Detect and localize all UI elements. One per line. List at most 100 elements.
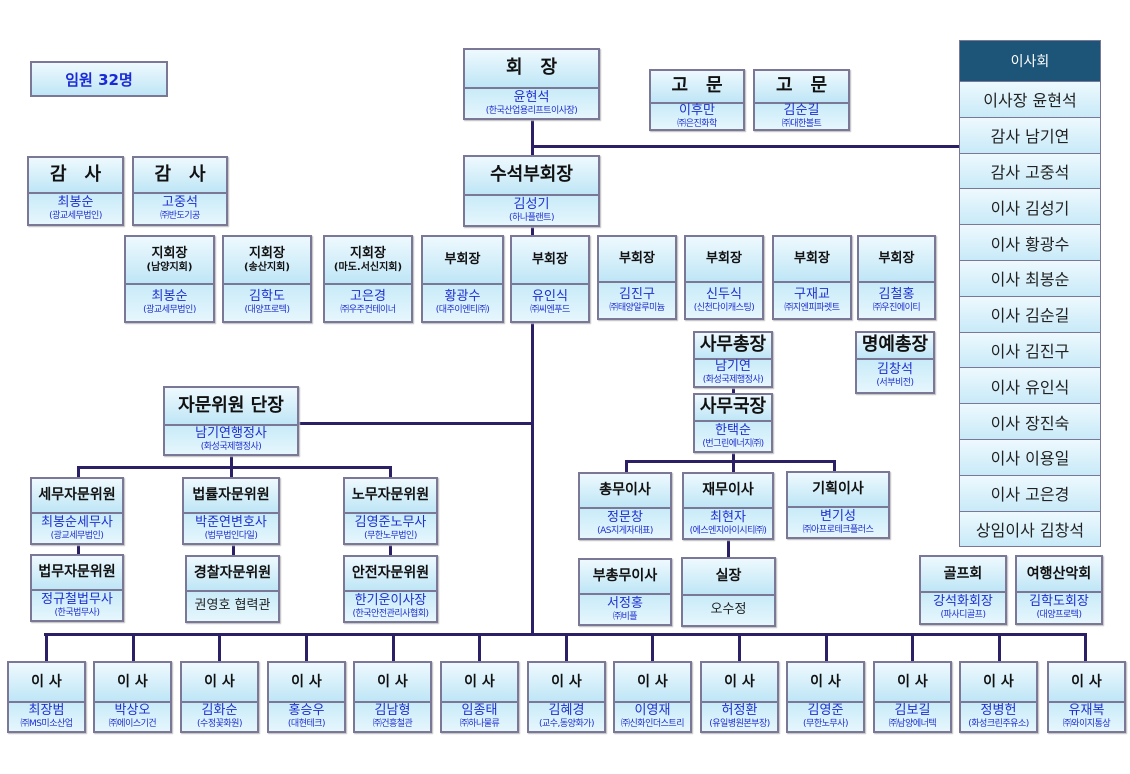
person-info: 황광수(대주이엔티㈜): [423, 285, 502, 321]
branch-name: (송산지회): [244, 261, 290, 273]
person-organization: (한국산업용리프트이사장): [485, 105, 578, 116]
person-organization: (대양프로텍): [244, 305, 290, 316]
position-title-header: 재무이사: [684, 474, 772, 509]
person-organization: (법무법인다일): [204, 530, 258, 541]
position-title-header: 이 사: [961, 663, 1036, 703]
position-title-header: 법률자문위원: [184, 479, 278, 514]
person-info: 박상오㈜에이스기건: [95, 703, 170, 731]
person-name: 최봉순: [151, 289, 188, 305]
position-title: 지회장: [350, 245, 386, 261]
position-title: 수석부회장: [490, 164, 573, 186]
branch-name: (마도.서신지회): [333, 261, 403, 273]
person-organization: ㈜와이지통상: [1062, 719, 1111, 730]
position-title-header: 부회장: [423, 237, 502, 285]
person-name: 황광수: [444, 289, 481, 305]
position-title: 감 사: [154, 163, 206, 185]
person-name: 고은경: [350, 289, 386, 305]
position-title-header: 안전자문위원: [345, 557, 436, 592]
position-title: 법률자문위원: [192, 487, 270, 504]
person-organization: ㈜은진화학: [677, 118, 717, 129]
position-title-header: 감 사: [134, 158, 226, 194]
person-name: 고중석: [162, 195, 198, 211]
board-member: 이사 고은경: [960, 474, 1100, 511]
position-title-header: 이 사: [95, 663, 170, 703]
position-title-header: 이 사: [355, 663, 430, 703]
person-organization: (수정꽃화원): [197, 719, 242, 730]
board-title: 이사회: [960, 41, 1100, 81]
position-title: 이 사: [637, 673, 668, 690]
connector-line: [389, 466, 392, 478]
position-title-header: 부회장: [512, 237, 588, 285]
person-organization: (무한노무사): [803, 719, 848, 730]
person-organization: ㈜남양에너텍: [888, 719, 937, 730]
position-title: 지회장: [249, 245, 285, 261]
person-name: 정규철법무사: [41, 591, 113, 607]
person-organization: (한국법무사): [54, 607, 100, 618]
connector-line: [45, 633, 48, 661]
position-title: 이 사: [464, 673, 495, 690]
box-branch2: 지회장(송산지회) 김학도(대양프로텍): [222, 235, 312, 323]
position-title: 사무총장: [699, 334, 767, 356]
person-organization: ㈜에이스기건: [108, 719, 157, 730]
connector-line: [305, 633, 308, 661]
position-title-header: 명예총장: [857, 333, 933, 360]
position-title: 부회장: [532, 251, 568, 267]
person-info: 정병헌(화성크린주유소): [961, 703, 1036, 731]
person-organization: ㈜MS미소산업: [20, 719, 73, 730]
person-name: 김순길: [783, 102, 820, 118]
person-name: 김보길: [894, 703, 931, 719]
person-info: 김학도(대양프로텍): [224, 285, 310, 321]
person-organization: ㈜지엔피파렛트: [784, 302, 840, 313]
board-member: 이사 김순길: [960, 295, 1100, 332]
position-title-header: 이 사: [615, 663, 690, 703]
connector-line: [651, 633, 654, 661]
position-title-header: 감 사: [29, 158, 122, 194]
person-name: 권영호 협력관: [194, 598, 271, 614]
person-info: 김순길㈜대한볼트: [755, 102, 848, 129]
position-title: 실장: [715, 568, 742, 585]
person-organization: ㈜우주컨테이너: [340, 305, 396, 316]
person-info: 유재복㈜와이지통상: [1049, 703, 1124, 731]
connector-line: [299, 422, 533, 425]
position-title: 이 사: [204, 673, 235, 690]
board-member: 이사 황광수: [960, 224, 1100, 260]
person-name: 강석화회장: [933, 594, 993, 610]
person-info: 김영준(무한노무사): [788, 703, 863, 731]
person-info: 김학도회장(대양프로텍): [1017, 593, 1101, 623]
connector-line: [727, 540, 730, 558]
person-organization: (번그린에너지㈜): [702, 438, 764, 449]
position-title: 이 사: [897, 673, 928, 690]
person-info: 변기성㈜아프로테크플러스: [788, 508, 888, 537]
connector-line: [911, 633, 914, 661]
person-organization: ㈜대한볼트: [781, 118, 822, 129]
person-organization: (화성국제행정사): [200, 442, 262, 453]
connector-line: [833, 460, 836, 472]
position-title: 부회장: [444, 251, 481, 267]
branch-name: (남양지회): [146, 261, 193, 273]
person-name: 김진구: [619, 286, 655, 302]
person-name: 허정환: [721, 703, 758, 719]
position-title: 법무자문위원: [38, 564, 116, 581]
connector-line: [531, 120, 534, 636]
position-title-header: 부회장: [859, 237, 934, 283]
person-info: 김혜경(교수,동양화가): [529, 703, 604, 731]
person-name: 김영준: [807, 703, 844, 719]
person-organization: (대주이엔티㈜): [435, 305, 490, 316]
person-name: 이영재: [634, 703, 671, 719]
person-info: 이후만㈜은진화학: [651, 103, 743, 129]
person-organization: (화성크린주유소): [968, 719, 1029, 730]
position-title-header: 이 사: [9, 663, 84, 703]
position-title-header: 골프회: [921, 557, 1005, 593]
position-title: 이 사: [291, 673, 322, 690]
person-info: 김창석(서부비전): [857, 360, 933, 392]
